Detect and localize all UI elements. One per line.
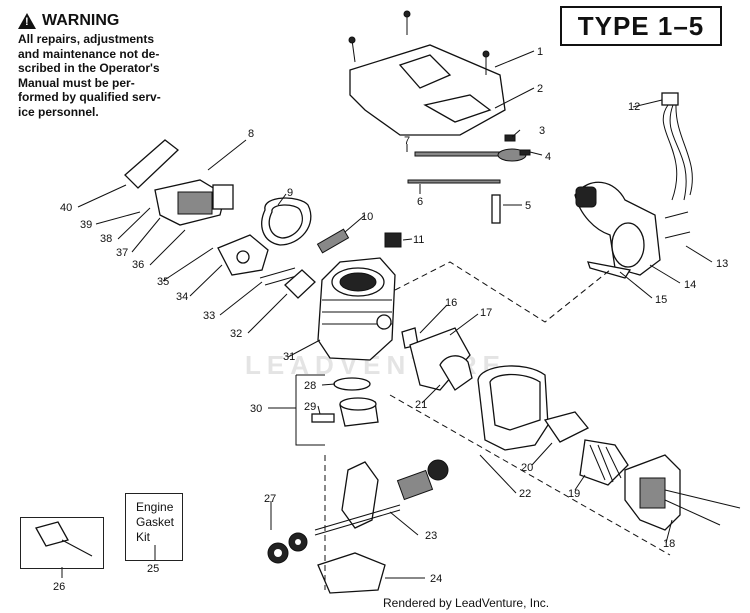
callout-4: 4 (545, 151, 551, 163)
callout-38: 38 (100, 233, 112, 245)
warning-line: formed by qualified serv- (18, 90, 161, 105)
callout-33: 33 (203, 310, 215, 322)
callout-1: 1 (537, 46, 543, 58)
warning-triangle-icon: ! (18, 13, 36, 29)
callout-32: 32 (230, 328, 242, 340)
small-clips (491, 134, 531, 224)
callouts: 1 2 3 4 5 6 7 8 9 10 11 12 13 14 15 16 1… (53, 46, 728, 593)
rods (407, 151, 501, 184)
ignition-harness (661, 92, 693, 201)
callout-25: 25 (147, 563, 159, 575)
callout-3: 3 (539, 125, 545, 137)
callout-30: 30 (250, 403, 262, 415)
piston[interactable] (311, 377, 379, 427)
callout-12: 12 (628, 101, 640, 113)
type-label: TYPE 1–5 (560, 6, 722, 46)
dashed-guides (324, 261, 671, 590)
muffler[interactable] (477, 365, 549, 451)
kit-line: Engine (136, 500, 174, 514)
callout-15: 15 (655, 294, 667, 306)
callout-22: 22 (519, 488, 531, 500)
plug-boot (384, 232, 402, 248)
warning-line: Manual must be per- (18, 75, 135, 90)
callout-21: 21 (415, 399, 427, 411)
callout-11: 11 (413, 234, 424, 246)
warning-line: and maintenance not de- (18, 46, 160, 61)
callout-18: 18 (663, 538, 675, 550)
callout-31: 31 (283, 351, 295, 363)
muffler-bracket (624, 454, 681, 531)
callout-40: 40 (60, 202, 72, 214)
filter-band (261, 197, 312, 246)
callout-2: 2 (537, 83, 543, 95)
intake-flange (217, 234, 269, 276)
callout-37: 37 (116, 247, 128, 259)
muffler-gaskets (401, 327, 473, 391)
footer-credit: Rendered by LeadVenture, Inc. (383, 596, 550, 610)
callout-26: 26 (53, 581, 65, 593)
warning-line: ice personnel. (18, 104, 99, 119)
callout-29: 29 (304, 401, 316, 413)
crankshaft[interactable] (314, 459, 449, 536)
callout-8: 8 (248, 128, 254, 140)
callout-34: 34 (176, 291, 188, 303)
crankcase[interactable] (317, 552, 386, 594)
ignition-module[interactable] (574, 181, 661, 276)
spark-arrestor (543, 411, 629, 486)
callout-23: 23 (425, 530, 437, 542)
cylinder[interactable] (317, 257, 396, 361)
callout-24: 24 (430, 573, 442, 585)
combination-tool (35, 521, 93, 557)
callout-6: 6 (417, 196, 423, 208)
callout-39: 39 (80, 219, 92, 231)
callout-35: 35 (157, 276, 169, 288)
gasket-kit-box: Engine Gasket Kit (125, 493, 183, 561)
callout-10: 10 (361, 211, 373, 223)
tool-box (20, 517, 104, 569)
callout-28: 28 (304, 380, 316, 392)
carburetor[interactable] (124, 139, 234, 226)
callout-19: 19 (568, 488, 580, 500)
warning-line: All repairs, adjustments (18, 32, 155, 46)
leader-lines (61, 50, 713, 579)
callout-27: 27 (264, 493, 276, 505)
gasket-32 (284, 269, 316, 299)
callout-5: 5 (525, 200, 531, 212)
callout-13: 13 (716, 258, 728, 270)
warning-line: scribed in the Operator's (18, 61, 160, 76)
callout-17: 17 (480, 307, 492, 319)
callout-20: 20 (521, 462, 533, 474)
bearings (267, 532, 308, 564)
air-filter-cover[interactable] (349, 44, 506, 136)
kit-line: Kit (136, 530, 151, 544)
callout-9: 9 (287, 187, 293, 199)
warning-title: ! WARNING (18, 12, 178, 30)
warning-title-text: WARNING (42, 12, 120, 29)
callout-16: 16 (445, 297, 457, 309)
callout-14: 14 (684, 279, 696, 291)
callout-36: 36 (132, 259, 144, 271)
spark-plug (316, 228, 350, 254)
callout-7: 7 (404, 135, 410, 147)
warning-body: All repairs, adjustments and maintenance… (18, 32, 178, 120)
cover-screws (348, 10, 490, 75)
kit-line: Gasket (136, 515, 175, 529)
warning-notice: ! WARNING All repairs, adjustments and m… (18, 12, 178, 120)
